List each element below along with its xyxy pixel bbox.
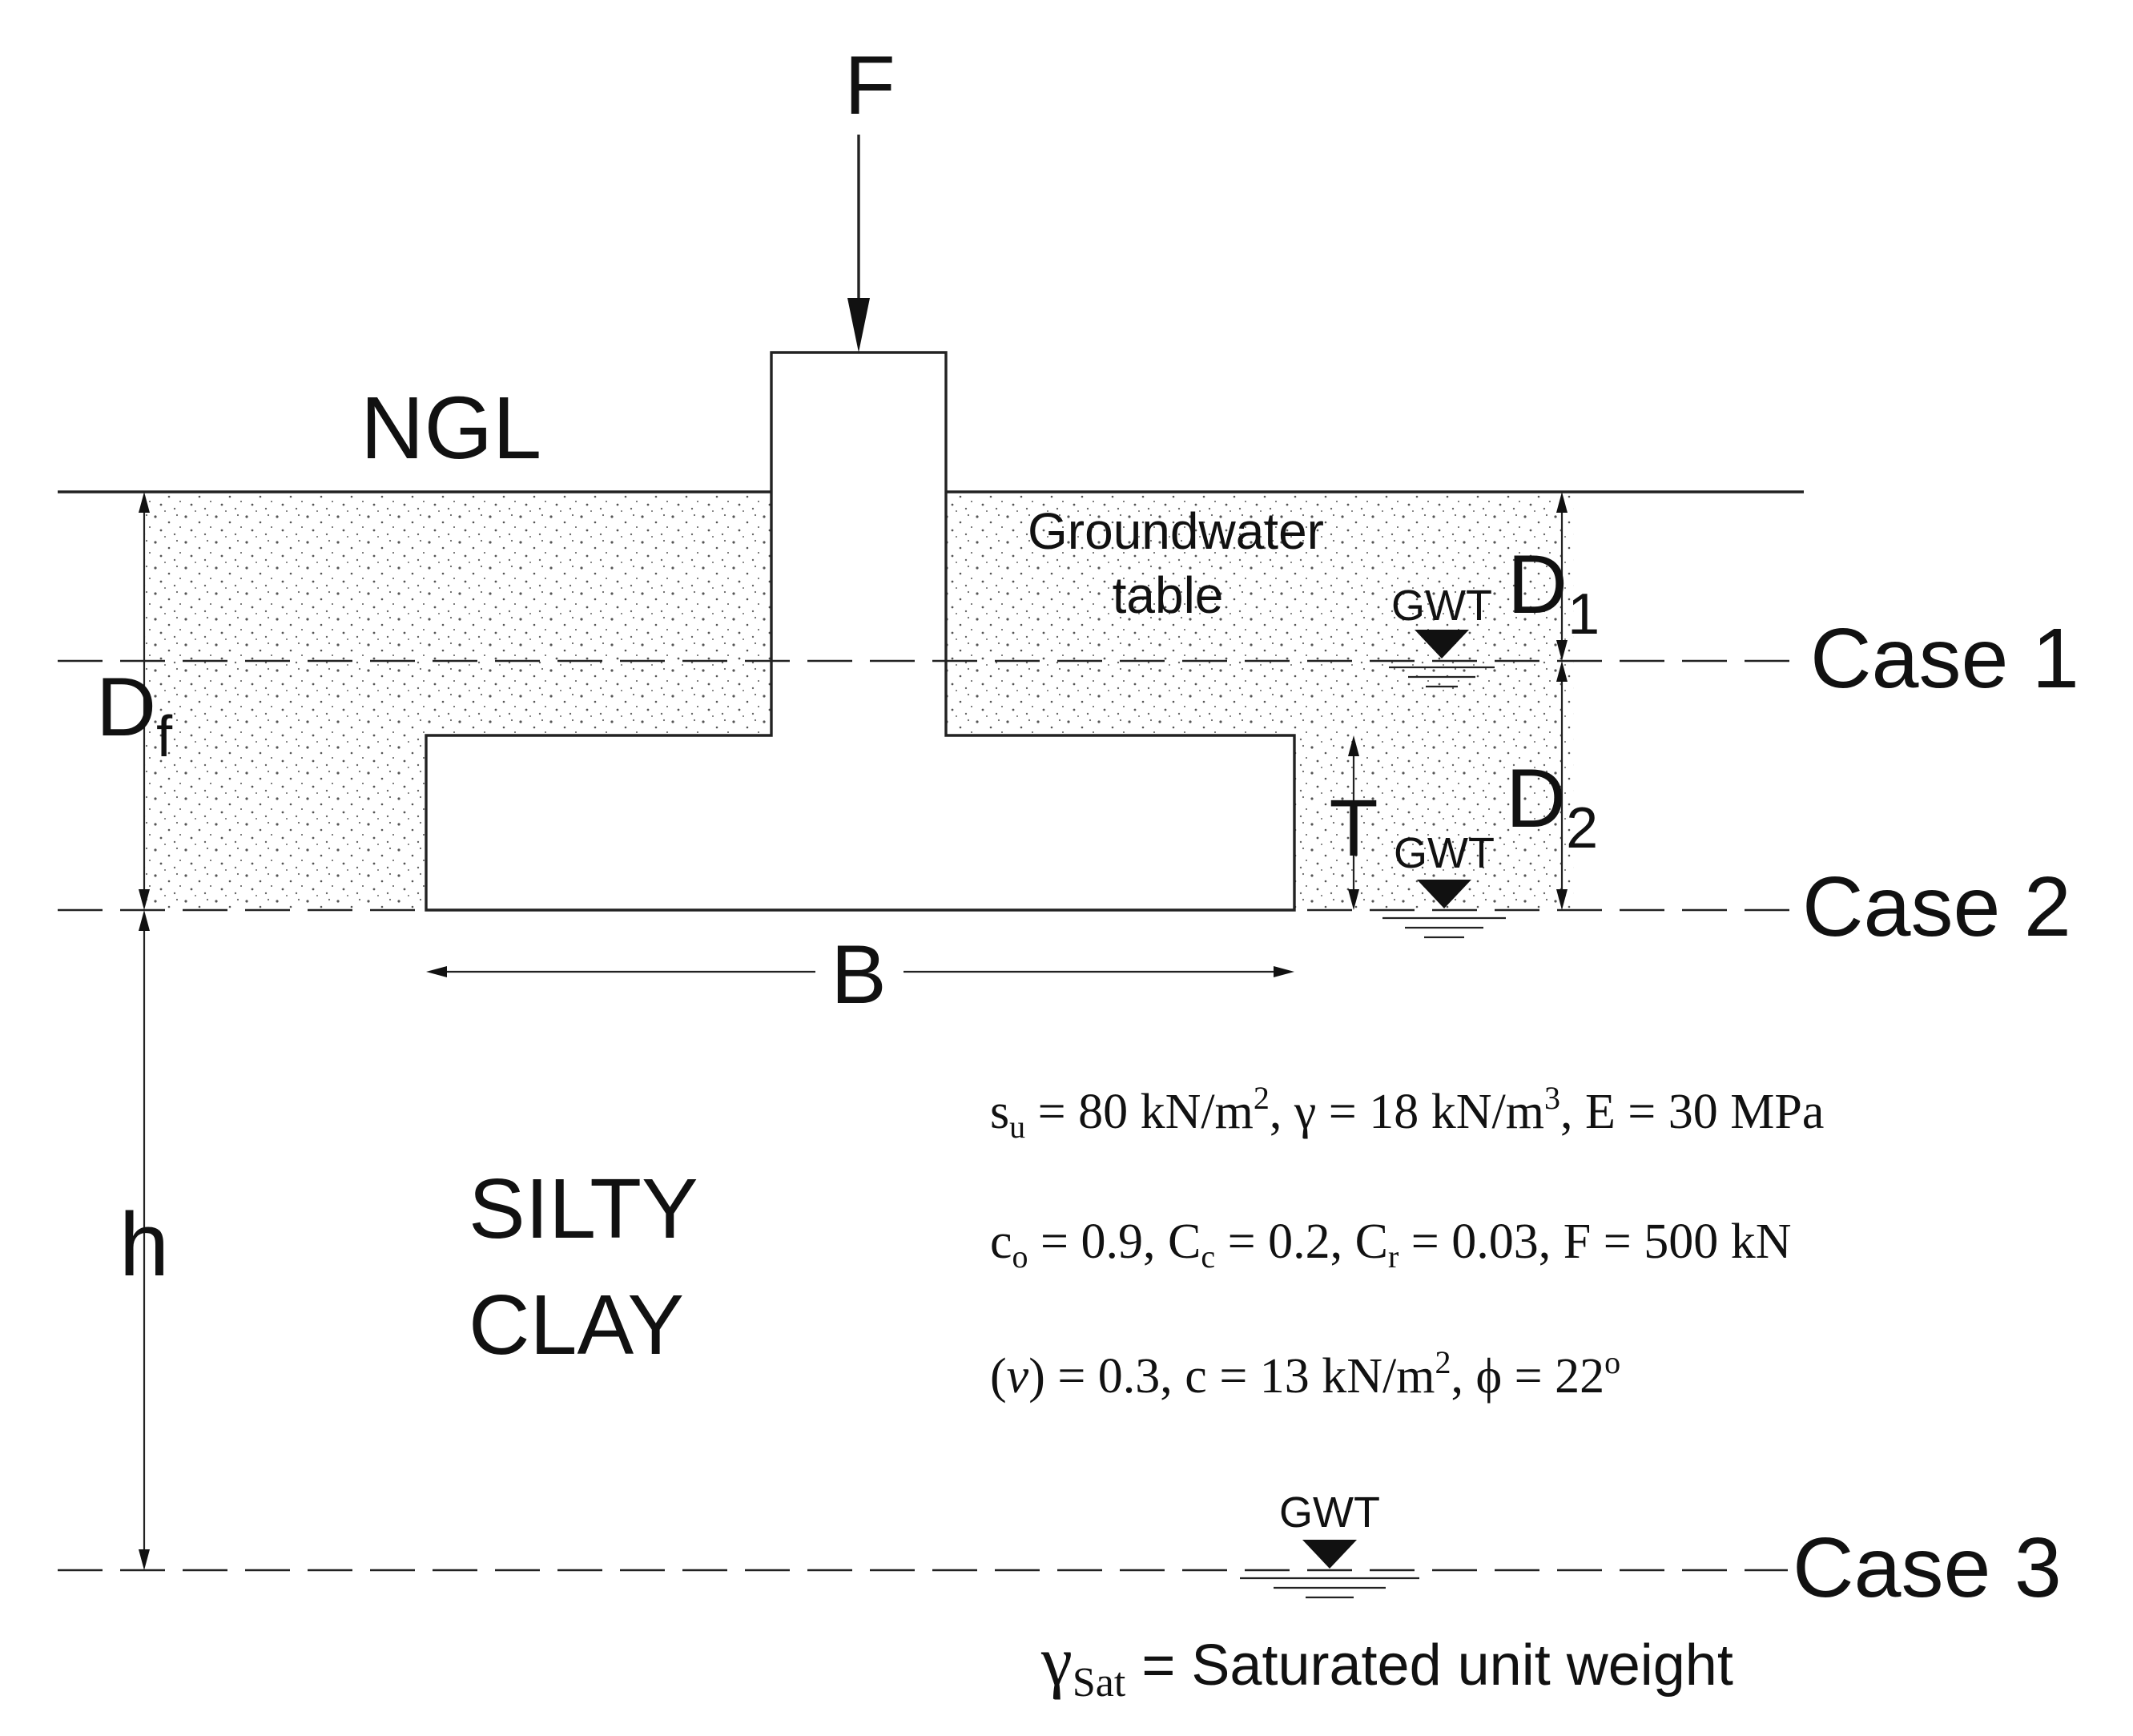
force-arrow <box>847 135 870 352</box>
case3-label: Case 3 <box>1793 1521 2062 1615</box>
d2-label: D2 <box>1506 752 1598 860</box>
df-dimension <box>139 492 150 910</box>
gwt-symbol-case2: GWT <box>1382 829 1506 939</box>
groundwater-table-label-line1: Groundwater <box>1028 502 1324 560</box>
b-label: B <box>831 928 886 1021</box>
case2-label: Case 2 <box>1802 860 2071 954</box>
d1-dimension <box>1556 492 1568 661</box>
gwt-symbol-case1: GWT <box>1389 582 1495 688</box>
footing-outline <box>425 351 1296 912</box>
water-level-icon <box>1415 630 1469 659</box>
soil-label-line2: CLAY <box>469 1278 684 1372</box>
d2-dimension <box>1556 661 1568 910</box>
case1-label: Case 1 <box>1810 611 2079 706</box>
force-label: F <box>844 39 895 132</box>
parameter-line-3: (v) = 0.3, c = 13 kN/m2, ϕ = 22o <box>990 1344 1620 1404</box>
parameter-line-2: co = 0.9, Cc = 0.2, Cr = 0.03, F = 500 k… <box>990 1214 1791 1275</box>
t-dimension <box>1348 735 1359 910</box>
soil-fill-layer <box>144 352 1574 910</box>
legend-saturated-unit-weight: γSat = Saturated unit weight <box>1040 1623 1733 1706</box>
soil-label-line1: SILTY <box>469 1162 698 1256</box>
d1-label: D1 <box>1507 538 1600 646</box>
h-dimension <box>139 910 150 1570</box>
t-label: T <box>1329 783 1378 873</box>
parameter-line-1: su = 80 kN/m2, γ = 18 kN/m3, E = 30 MPa <box>990 1080 1824 1145</box>
gwt-label-case3: GWT <box>1279 1488 1380 1537</box>
gwt-label-case1: GWT <box>1391 582 1492 630</box>
h-label: h <box>119 1194 169 1295</box>
groundwater-table-label-line2: table <box>1113 566 1224 624</box>
ngl-label: NGL <box>360 379 541 477</box>
water-level-icon <box>1417 880 1471 908</box>
b-dimension <box>426 937 1294 1009</box>
gwt-label-case2: GWT <box>1394 829 1495 877</box>
df-label: Df <box>96 661 173 769</box>
water-level-icon <box>1302 1540 1357 1569</box>
gwt-symbol-case3: GWT <box>1240 1488 1419 1599</box>
